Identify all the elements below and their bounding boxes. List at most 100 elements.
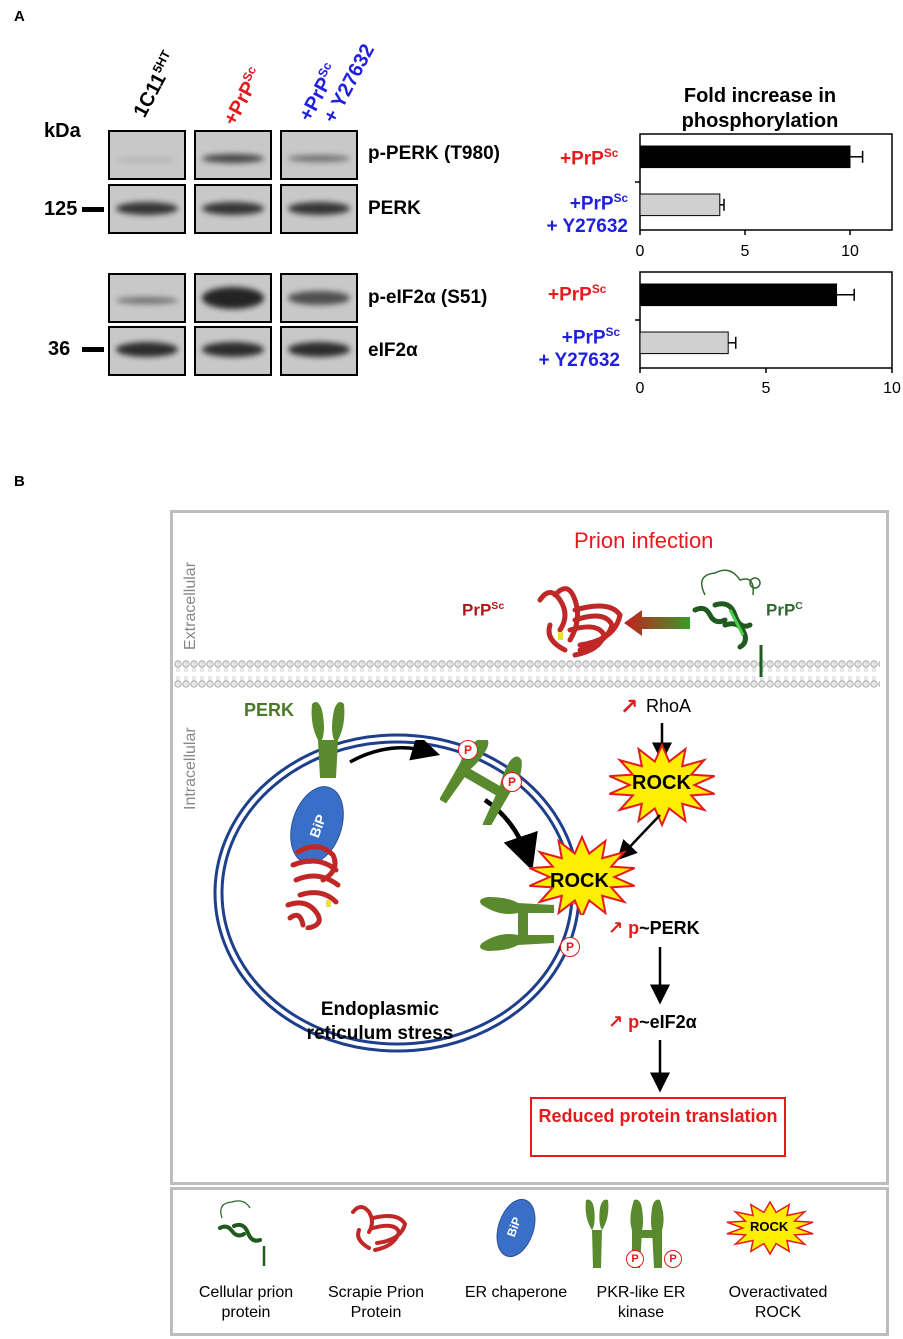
er-stress-label: Endoplasmic reticulum stress xyxy=(306,999,454,1044)
downstream-arrows xyxy=(650,947,670,1093)
chart1-label-prpsc-sup: Sc xyxy=(603,147,619,160)
legend-rock-label: ROCK xyxy=(750,1219,789,1234)
prpc-label-sup: C xyxy=(795,600,803,612)
bar-charts: 0 5 10 0 5 10 xyxy=(635,133,901,397)
chart1-label-prpsc: +PrPSc xyxy=(560,147,618,170)
phospho-icon-1: P xyxy=(458,740,478,760)
pperk-arrow-icon: ↗ xyxy=(608,918,624,938)
legend-box xyxy=(170,1187,889,1336)
er-prpsc-icon xyxy=(285,844,341,930)
chart1-label-prpsc2-text: +PrP xyxy=(569,193,614,215)
marker-125: 125 xyxy=(44,198,78,220)
chart1-label-y27632-text: + Y27632 xyxy=(546,216,628,238)
blot-pperk-lane3 xyxy=(280,130,358,180)
rhoa-up-arrow-icon: ↗ xyxy=(620,694,639,719)
legend-label-bip: ER chaperone xyxy=(464,1284,568,1301)
pathway-curved-arrows xyxy=(349,740,538,870)
chart2-label-prpsc2-sup: Sc xyxy=(605,326,620,339)
chart1-label-prpsc-text: +PrP xyxy=(560,148,604,170)
blot-eif2a-lane3 xyxy=(280,326,358,376)
blot-eif2a-lane2 xyxy=(194,326,272,376)
blot-pperk-lane1 xyxy=(108,130,186,180)
phospho-icon-4: P xyxy=(560,937,580,957)
blot-label-peif2a: p-eIF2α (S51) xyxy=(368,287,488,308)
prion-infection-label: Prion infection xyxy=(574,528,714,553)
prpc-structure-icon xyxy=(692,569,763,677)
chart1-bar-0 xyxy=(639,145,851,169)
peif-label: ↗ p~eIF2α xyxy=(608,1012,697,1033)
prpsc-label-text: PrP xyxy=(462,600,492,620)
chart2-label-prpsc-sup: Sc xyxy=(591,283,607,296)
chart2-bar-1 xyxy=(639,331,729,355)
prpc-label: PrPC xyxy=(766,600,803,621)
chart1-bar-1 xyxy=(639,193,721,217)
chart2-xtick-label-1: 5 xyxy=(762,380,771,397)
legend-rock-icon xyxy=(726,1200,814,1256)
chart2-label-y27632: +PrPSc + Y27632 xyxy=(528,321,620,372)
pperk-prefix: p xyxy=(628,918,640,938)
pathway-box xyxy=(170,510,889,1185)
rock-burst-upper-icon xyxy=(608,742,716,828)
blot-label-perk: PERK xyxy=(368,198,421,219)
extracellular-label: Extracellular xyxy=(182,561,199,650)
rock-label-upper: ROCK xyxy=(632,772,691,794)
legend-prpsc-icon xyxy=(351,1205,408,1252)
chart1-xtick-label-1: 5 xyxy=(741,243,750,260)
peif-text: ~eIF2α xyxy=(639,1012,697,1032)
legend-label-rock: Overactivated ROCK xyxy=(728,1284,828,1321)
marker-36: 36 xyxy=(48,338,71,360)
peif-arrow-icon: ↗ xyxy=(608,1012,624,1032)
blot-peif2a-lane3 xyxy=(280,273,358,323)
chart2-label-prpsc: +PrPSc xyxy=(548,283,606,306)
pperk-text: ~PERK xyxy=(639,918,700,938)
conversion-arrow-icon xyxy=(624,610,690,636)
chart2-label-prpsc-text: +PrP xyxy=(548,284,592,306)
legend-phospho-icon-1: P xyxy=(626,1250,644,1268)
blot-pperk-lane2 xyxy=(194,130,272,180)
chart-title: Fold increase in phosphorylation xyxy=(681,85,839,132)
kda-label: kDa xyxy=(44,120,81,142)
blot-perk-lane3 xyxy=(280,184,358,234)
chart2-label-prpsc2-text: +PrP xyxy=(561,327,606,349)
blot-perk-lane1 xyxy=(108,184,186,234)
prpc-label-text: PrP xyxy=(766,600,796,620)
marker-125-tick xyxy=(82,207,104,212)
outcome-box: Reduced protein translation xyxy=(530,1097,786,1157)
rock-pathway-svg xyxy=(528,723,716,915)
peif-prefix: p xyxy=(628,1012,640,1032)
chart1-label-y27632: +PrPSc + Y27632 xyxy=(540,187,628,238)
chart1-label-prpsc2-sup: Sc xyxy=(613,192,628,205)
blot-eif2a-lane1 xyxy=(108,326,186,376)
chart1-xtick-label-2: 10 xyxy=(841,243,859,260)
legend-label-prpsc: Scrapie Prion Protein xyxy=(327,1284,425,1321)
blot-peif2a-lane1 xyxy=(108,273,186,323)
rhoa-label: RhoA xyxy=(646,696,692,716)
marker-36-tick xyxy=(82,347,104,352)
legend-prpc-icon xyxy=(218,1200,266,1266)
blot-peif2a-lane2 xyxy=(194,273,272,323)
legend-phospho-icon-2: P xyxy=(664,1250,682,1268)
blot-perk-lane2 xyxy=(194,184,272,234)
intracellular-label: Intracellular xyxy=(182,727,199,810)
phospho-icon-2: P xyxy=(502,772,522,792)
panel-b-letter: B xyxy=(14,473,25,490)
prpsc-label-sup: Sc xyxy=(491,600,505,612)
prpsc-label: PrPSc xyxy=(462,600,504,621)
rock-burst-lower-icon xyxy=(528,834,636,915)
chart1-xtick-label-0: 0 xyxy=(636,243,645,260)
blot-label-eif2a: eIF2α xyxy=(368,340,418,361)
perk-label: PERK xyxy=(244,700,295,720)
legend-label-prpc: Cellular prion protein xyxy=(198,1284,294,1321)
chart2-label-y27632-text: + Y27632 xyxy=(538,350,620,372)
blot-label-pperk: p-PERK (T980) xyxy=(368,143,500,164)
chart2-xtick-label-0: 0 xyxy=(636,380,645,397)
prpsc-structure-icon xyxy=(537,586,623,658)
rock-label-lower: ROCK xyxy=(550,870,609,892)
legend-label-perk: PKR-like ER kinase xyxy=(596,1284,686,1321)
pperk-label: ↗ p~PERK xyxy=(608,918,700,939)
panel-a-letter: A xyxy=(14,8,25,25)
perk-dimer-lower-icon xyxy=(480,897,554,951)
chart2-xtick-label-2: 10 xyxy=(883,380,901,397)
chart2-bar-0 xyxy=(639,283,838,307)
perk-monomer-icon xyxy=(311,702,345,778)
